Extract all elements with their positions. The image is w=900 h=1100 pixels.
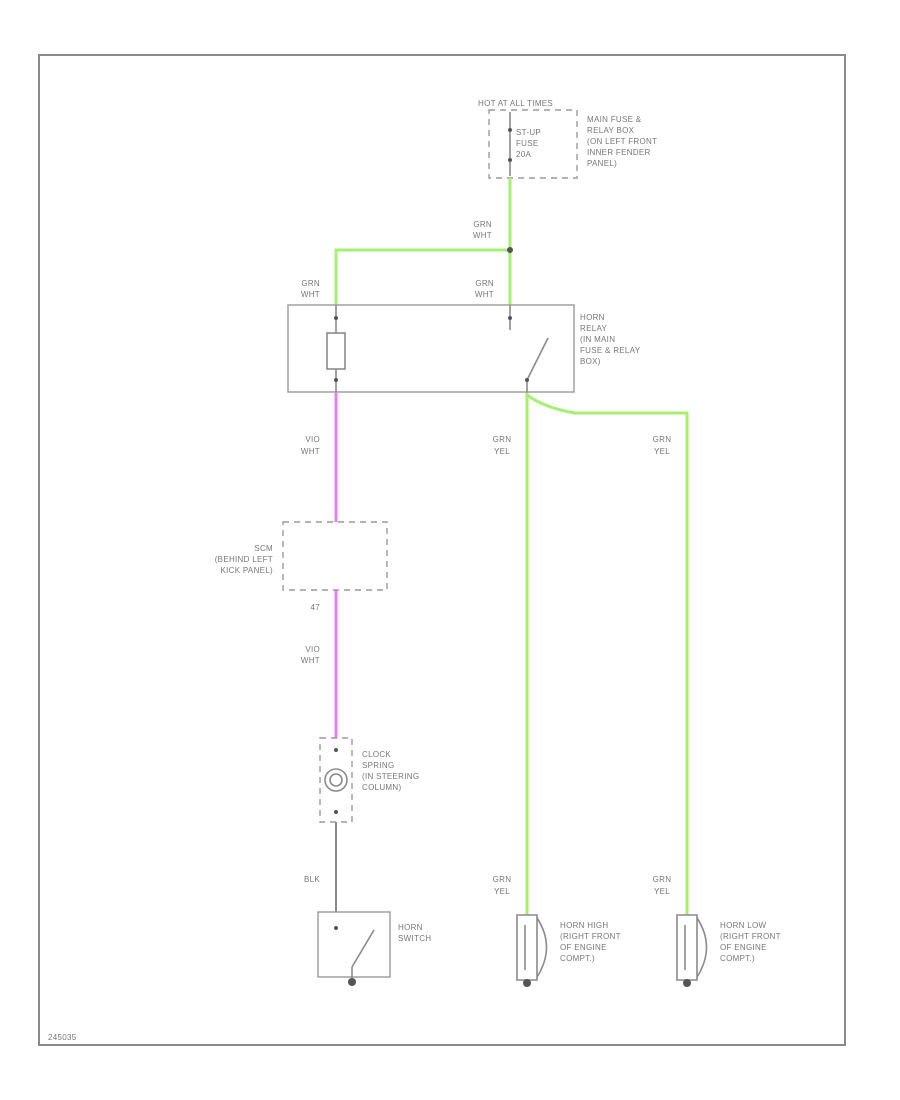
- wire-label-high-end-2: YEL: [494, 887, 510, 896]
- fuse-terminal-bottom: [508, 158, 512, 162]
- fuse-box-label-line-5: PANEL): [587, 159, 617, 168]
- fuse-box-label-line-4: INNER FENDER: [587, 148, 651, 157]
- wire-label-low-1: GRN: [653, 435, 672, 444]
- horn-switch-ground: [348, 978, 356, 986]
- horn-low-label-line-1: HORN LOW: [720, 921, 767, 930]
- relay-coil-terminal-bottom: [334, 378, 338, 382]
- horn-low-bell: [696, 917, 708, 978]
- horn-switch-arm: [351, 929, 375, 968]
- clock-spring-label-line-1: CLOCK: [362, 750, 391, 759]
- wire-label-scm-out-1: VIO: [305, 645, 320, 654]
- relay-coil: [326, 332, 346, 370]
- clock-spring-terminal-bottom: [334, 810, 338, 814]
- clock-spring-label-line-3: (IN STEERING: [362, 772, 419, 781]
- wire-label-fuse-color-1: GRN: [473, 220, 492, 229]
- horn-switch: HORN SWITCH: [317, 911, 431, 986]
- clock-spring: CLOCK SPRING (IN STEERING COLUMN): [319, 737, 419, 823]
- wire-label-switch-in-1: GRN: [475, 279, 494, 288]
- horn-high-label-line-3: OF ENGINE: [560, 943, 607, 952]
- horn-high-label-line-2: (RIGHT FRONT: [560, 932, 621, 941]
- relay-label-line-2: RELAY: [580, 324, 608, 333]
- relay-label-line-4: FUSE & RELAY: [580, 346, 641, 355]
- horn-low-label-line-2: (RIGHT FRONT: [720, 932, 781, 941]
- relay-label-line-3: (IN MAIN: [580, 335, 615, 344]
- wire-label-coil-out-1: VIO: [305, 435, 320, 444]
- wire-label-scm-out-2: WHT: [301, 656, 320, 665]
- wire-label-high-2: YEL: [494, 447, 510, 456]
- fuse-box-label-line-1: MAIN FUSE &: [587, 115, 642, 124]
- wire-label-fuse-color-2: WHT: [473, 231, 492, 240]
- horn-high-body: [516, 914, 538, 981]
- wire-label-coil-in-1: GRN: [301, 279, 320, 288]
- relay-coil-terminal-top: [334, 316, 338, 320]
- fuse-terminal-top: [508, 128, 512, 132]
- fuse-box-label-line-2: RELAY BOX: [587, 126, 635, 135]
- wire-splice-to-coil: [334, 248, 510, 305]
- wire-label-horn-switch: BLK: [304, 875, 320, 884]
- horn-low-label-line-3: OF ENGINE: [720, 943, 767, 952]
- clock-spring-terminal-top: [334, 748, 338, 752]
- horn-high-bell: [536, 917, 548, 978]
- relay-label-line-5: BOX): [580, 357, 601, 366]
- fuse-box-label-line-3: (ON LEFT FRONT: [587, 137, 657, 146]
- relay-switch-arm: [526, 337, 549, 381]
- fuse-label-line-2: FUSE: [516, 139, 539, 148]
- wire-label-low-end-1: GRN: [653, 875, 672, 884]
- relay-switch-terminal-bottom: [525, 378, 529, 382]
- wire-label-high-1: GRN: [493, 435, 512, 444]
- horn-high-ground: [523, 979, 531, 987]
- clock-spring-label-line-4: COLUMN): [362, 783, 401, 792]
- horn-relay: HORN RELAY (IN MAIN FUSE & RELAY BOX): [287, 304, 641, 393]
- horn-high: HORN HIGH (RIGHT FRONT OF ENGINE COMPT.): [516, 914, 621, 987]
- main-fuse-box-outline: [488, 109, 578, 179]
- horn-low-label-line-4: COMPT.): [720, 954, 755, 963]
- horn-high-label-line-4: COMPT.): [560, 954, 595, 963]
- relay-box: [287, 304, 575, 393]
- horn-switch-box: [317, 911, 391, 978]
- relay-switch-terminal-top: [508, 316, 512, 320]
- wire-label-coil-in-2: WHT: [301, 290, 320, 299]
- scm-pin-number: 47: [311, 603, 321, 612]
- scm: SCM (BEHIND LEFT KICK PANEL) 47: [215, 521, 388, 612]
- wire-relay-to-horn-low: [526, 393, 689, 915]
- horn-low-body: [676, 914, 698, 981]
- diagram-code: 245035: [48, 1033, 77, 1042]
- wire-label-coil-out-2: WHT: [301, 447, 320, 456]
- green-wires: [334, 178, 689, 915]
- relay-label-line-1: HORN: [580, 313, 605, 322]
- horn-switch-label-line-2: SWITCH: [398, 934, 431, 943]
- horn-switch-label-line-1: HORN: [398, 923, 423, 932]
- fuse-label-line-1: ST-UP: [516, 128, 541, 137]
- horn-high-label-line-1: HORN HIGH: [560, 921, 608, 930]
- scm-label-line-3: KICK PANEL): [221, 566, 274, 575]
- horn-switch-terminal: [334, 926, 338, 930]
- clock-spring-coil-inner: [329, 773, 343, 787]
- splice-dot: [507, 247, 513, 253]
- wire-label-low-end-2: YEL: [654, 887, 670, 896]
- fuse-label-line-3: 20A: [516, 150, 531, 159]
- scm-label-line-2: (BEHIND LEFT: [215, 555, 273, 564]
- diagram-frame: [38, 54, 846, 1046]
- fuse-group: HOT AT ALL TIMES ST-UP FUSE 20A MAIN FUS…: [478, 99, 657, 179]
- wire-label-high-end-1: GRN: [493, 875, 512, 884]
- scm-label-line-1: SCM: [254, 544, 273, 553]
- wire-label-switch-in-2: WHT: [475, 290, 494, 299]
- clock-spring-coil-outer: [324, 768, 348, 792]
- wire-label-low-2: YEL: [654, 447, 670, 456]
- horn-low-ground: [683, 979, 691, 987]
- fuse-header: HOT AT ALL TIMES: [478, 99, 553, 108]
- horn-low: HORN LOW (RIGHT FRONT OF ENGINE COMPT.): [676, 914, 781, 987]
- scm-box: [282, 521, 388, 591]
- clock-spring-label-line-2: SPRING: [362, 761, 394, 770]
